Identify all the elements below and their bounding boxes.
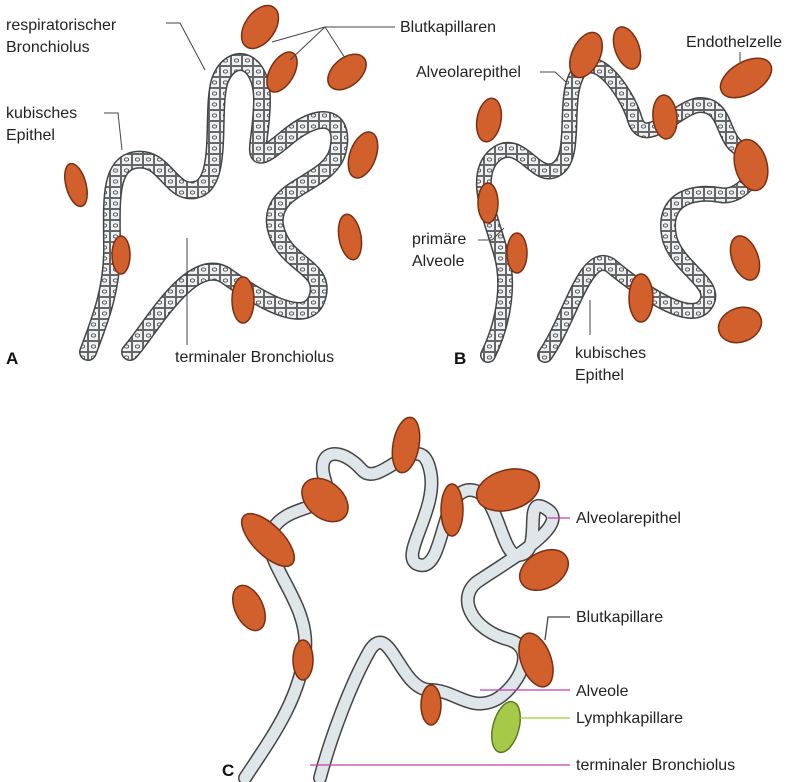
capillary	[335, 212, 365, 261]
label-respiratory-bronchiole-2: Bronchiolus	[6, 39, 90, 56]
label-blood-capillaries: Blutkapillaren	[400, 19, 496, 36]
capillary	[629, 274, 653, 322]
capillary	[441, 484, 463, 536]
capillary	[112, 236, 130, 274]
label-alveolus: Alveole	[576, 683, 629, 700]
capillary	[321, 47, 373, 97]
panel-b: Alveolarepithel Endothelzelle primäre Al…	[412, 23, 782, 384]
label-primary-alveolus: primäre	[412, 231, 466, 248]
panel-letter-c: C	[222, 761, 234, 780]
panel-letter-a: A	[6, 349, 18, 368]
capillary	[232, 277, 254, 323]
label-lymph-capillary: Lymphkapillare	[576, 710, 683, 727]
label-primary-alveolus-2: Alveole	[412, 253, 465, 270]
capillary	[473, 96, 504, 143]
panel-letter-b: B	[454, 349, 466, 368]
capillary	[226, 580, 272, 635]
label-alveolar-epithelium-c: Alveolarepithel	[576, 510, 681, 527]
capillary	[725, 232, 765, 284]
label-cuboidal-epithelium-a: kubisches	[6, 105, 77, 122]
capillary	[421, 685, 441, 725]
capillary	[507, 233, 527, 273]
capillary	[714, 50, 778, 106]
capillary	[293, 640, 313, 680]
label-terminal-bronchiole-a: terminaler Bronchiolus	[175, 349, 334, 366]
panel-c: Alveolarepithel Blutkapillare Alveole Ly…	[222, 415, 735, 780]
capillary	[478, 183, 498, 223]
label-endothelial-cell: Endothelzelle	[686, 34, 782, 51]
label-terminal-bronchiole-c: terminaler Bronchiolus	[576, 757, 735, 774]
capillary	[61, 161, 92, 209]
label-cuboidal-epithelium-b: kubisches	[575, 345, 646, 362]
capillary	[714, 302, 767, 349]
capillary	[234, 0, 286, 55]
capillary	[343, 128, 384, 182]
panel-a: respiratorischer Bronchiolus Blutkapilla…	[6, 0, 496, 368]
label-alveolar-epithelium-b: Alveolarepithel	[416, 64, 521, 81]
label-respiratory-bronchiole: respiratorischer	[6, 17, 117, 34]
label-blood-capillary: Blutkapillare	[576, 609, 663, 626]
capillary	[608, 23, 646, 73]
label-cuboidal-epithelium-a-2: Epithel	[6, 127, 55, 144]
label-cuboidal-epithelium-b-2: Epithel	[575, 367, 624, 384]
